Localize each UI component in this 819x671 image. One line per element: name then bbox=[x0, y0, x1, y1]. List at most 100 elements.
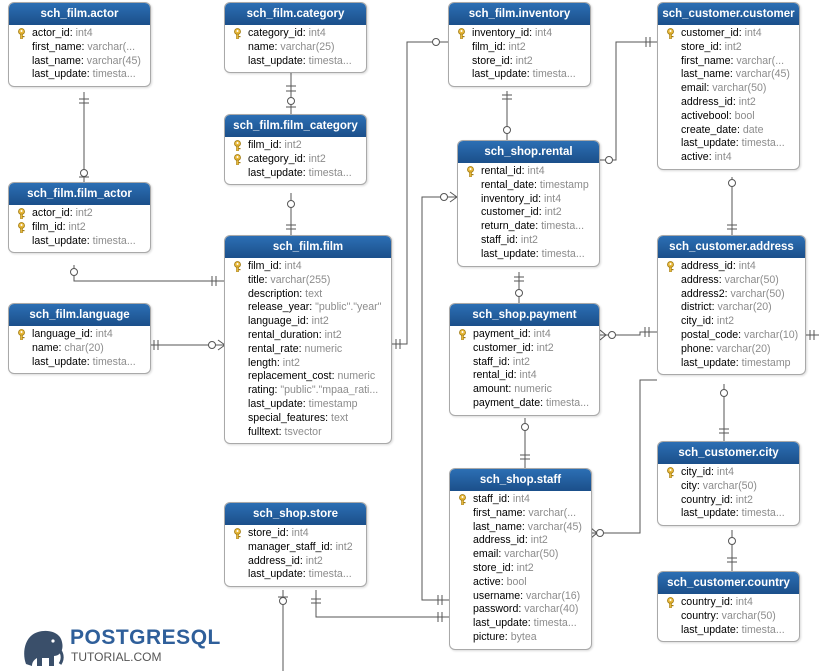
field-row[interactable]: length: int2 bbox=[248, 356, 300, 369]
field-row[interactable]: last_update: timesta... bbox=[472, 68, 576, 81]
field-row[interactable]: category_id: int4 bbox=[225, 27, 366, 41]
field-row[interactable]: last_update: timesta... bbox=[248, 54, 352, 67]
field-row[interactable]: last_update: timesta... bbox=[473, 617, 577, 630]
field-row[interactable]: customer_id: int2 bbox=[481, 206, 562, 219]
field-row[interactable]: staff_id: int2 bbox=[481, 233, 538, 246]
field-row[interactable]: last_update: timesta... bbox=[681, 137, 785, 150]
field-row[interactable]: create_date: date bbox=[681, 123, 764, 136]
field-row[interactable]: address_id: int2 bbox=[473, 534, 548, 547]
field-row[interactable]: first_name: varchar(... bbox=[473, 506, 577, 519]
field-row[interactable]: first_name: varchar(... bbox=[681, 54, 785, 67]
field-row[interactable]: return_date: timesta... bbox=[481, 220, 585, 233]
field-row[interactable]: password: varchar(40) bbox=[473, 603, 579, 616]
field-row[interactable]: film_id: int2 bbox=[472, 40, 526, 53]
field-row[interactable]: last_name: varchar(45) bbox=[473, 520, 582, 533]
field-row[interactable]: city_id: int2 bbox=[681, 315, 735, 328]
field-row[interactable]: description: text bbox=[248, 287, 323, 300]
field-row[interactable]: rental_id: int4 bbox=[458, 165, 599, 179]
field-row[interactable]: last_update: timesta... bbox=[681, 507, 785, 520]
field-row[interactable]: staff_id: int2 bbox=[473, 355, 530, 368]
field-row[interactable]: last_update: timesta... bbox=[32, 234, 136, 247]
field-row[interactable]: amount: numeric bbox=[473, 383, 552, 396]
field-row[interactable]: postal_code: varchar(10) bbox=[681, 328, 799, 341]
field-row[interactable]: city_id: int4 bbox=[658, 466, 799, 480]
field-row[interactable]: last_update: timesta... bbox=[32, 68, 136, 81]
field-row[interactable]: store_id: int2 bbox=[681, 40, 742, 53]
field-row[interactable]: replacement_cost: numeric bbox=[248, 370, 376, 383]
field-row[interactable]: film_id: int2 bbox=[225, 139, 366, 153]
field-row[interactable]: active: bool bbox=[473, 575, 527, 588]
field-row[interactable]: first_name: varchar(... bbox=[32, 40, 136, 53]
field-row[interactable]: phone: varchar(20) bbox=[681, 342, 771, 355]
field-row[interactable]: city: varchar(50) bbox=[681, 479, 757, 492]
field-row[interactable]: address: varchar(50) bbox=[681, 273, 779, 286]
field-row[interactable]: rental_rate: numeric bbox=[248, 342, 343, 355]
field-row[interactable]: last_update: timesta... bbox=[681, 623, 785, 636]
field-row[interactable]: last_update: timesta... bbox=[32, 355, 136, 368]
field-row[interactable]: store_id: int4 bbox=[225, 527, 366, 541]
field-row[interactable]: actor_id: int2 bbox=[9, 207, 150, 221]
field-row[interactable]: actor_id: int4 bbox=[9, 27, 150, 41]
field-row[interactable]: rental_date: timestamp bbox=[481, 178, 589, 191]
field-row[interactable]: username: varchar(16) bbox=[473, 589, 581, 602]
field-row[interactable]: picture: bytea bbox=[473, 630, 537, 643]
field-row[interactable]: last_update: timestamp bbox=[681, 356, 791, 369]
field-row[interactable]: film_id: int2 bbox=[9, 221, 150, 235]
field-row[interactable]: email: varchar(50) bbox=[681, 82, 767, 95]
field-row[interactable]: customer_id: int4 bbox=[658, 27, 799, 41]
field-row[interactable]: activebool: bool bbox=[681, 109, 755, 122]
field-row[interactable]: country_id: int2 bbox=[681, 493, 753, 506]
field-row[interactable]: last_update: timesta... bbox=[481, 247, 585, 260]
field-row[interactable]: payment_id: int4 bbox=[450, 328, 599, 342]
field-row[interactable]: rental_duration: int2 bbox=[248, 328, 342, 341]
field-row[interactable]: store_id: int2 bbox=[472, 54, 533, 67]
field-row[interactable]: staff_id: int4 bbox=[450, 493, 591, 507]
field-row[interactable]: address_id: int2 bbox=[681, 95, 756, 108]
field-row[interactable]: payment_date: timesta... bbox=[473, 396, 590, 409]
field-row[interactable]: rating: "public"."mpaa_rati... bbox=[248, 384, 379, 397]
field-row[interactable]: release_year: "public"."year" bbox=[248, 301, 382, 314]
postgresql-tutorial-logo[interactable]: POSTGRESQL TUTORIAL.COM bbox=[20, 626, 220, 670]
field-row[interactable]: address2: varchar(50) bbox=[681, 287, 785, 300]
field-row[interactable]: fulltext: tsvector bbox=[248, 425, 322, 438]
field-row[interactable]: last_name: varchar(45) bbox=[681, 68, 790, 81]
field-row[interactable]: last_update: timesta... bbox=[248, 568, 352, 581]
field-row[interactable]: country: varchar(50) bbox=[681, 609, 776, 622]
field-row[interactable]: last_update: timesta... bbox=[248, 166, 352, 179]
field-row[interactable]: customer_id: int2 bbox=[473, 341, 554, 354]
field-row[interactable]: name: varchar(25) bbox=[248, 40, 335, 53]
field-row[interactable]: rental_id: int4 bbox=[473, 369, 537, 382]
field-row[interactable]: address_id: int2 bbox=[248, 554, 323, 567]
field-row[interactable]: last_update: timestamp bbox=[248, 397, 358, 410]
field-row[interactable]: store_id: int2 bbox=[473, 561, 534, 574]
field-row[interactable]: address_id: int4 bbox=[658, 260, 805, 274]
field-row[interactable]: email: varchar(50) bbox=[473, 548, 559, 561]
field-row[interactable]: title: varchar(255) bbox=[248, 273, 331, 286]
field-row[interactable]: category_id: int2 bbox=[225, 153, 366, 167]
field-row[interactable]: special_features: text bbox=[248, 411, 349, 424]
field-row[interactable]: active: int4 bbox=[681, 151, 732, 164]
field-row[interactable]: name: char(20) bbox=[32, 341, 104, 354]
field-row[interactable]: country_id: int4 bbox=[658, 596, 799, 610]
field-row[interactable]: film_id: int4 bbox=[225, 260, 391, 274]
field-row[interactable]: district: varchar(20) bbox=[681, 301, 772, 314]
field-row[interactable]: language_id: int4 bbox=[9, 328, 150, 342]
field-row[interactable]: language_id: int2 bbox=[248, 315, 329, 328]
field-row[interactable]: last_name: varchar(45) bbox=[32, 54, 141, 67]
field-row[interactable]: manager_staff_id: int2 bbox=[248, 540, 353, 553]
field-row[interactable]: inventory_id: int4 bbox=[449, 27, 590, 41]
